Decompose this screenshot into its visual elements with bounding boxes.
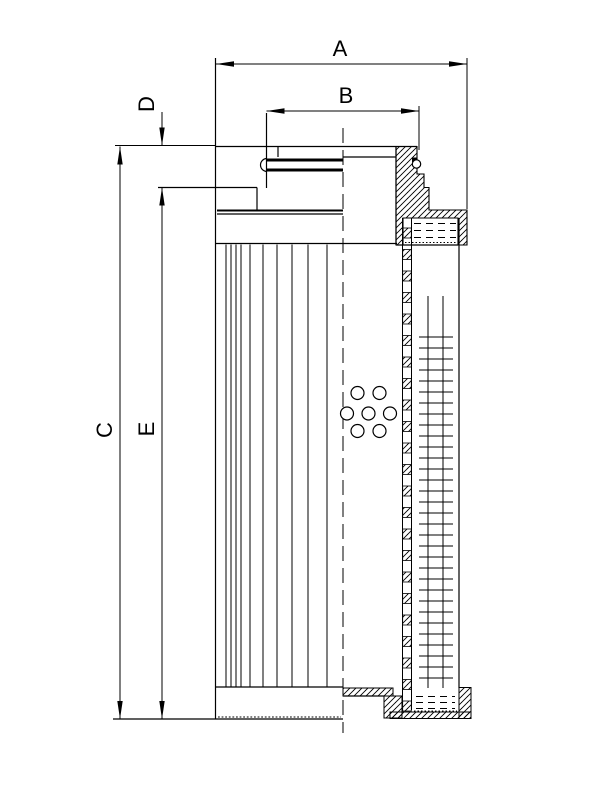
pleated-media — [225, 244, 328, 687]
core-tube-hatch-segment — [402, 270, 412, 282]
bottom-end-cap — [113, 686, 384, 720]
dimension-c — [117, 146, 123, 719]
core-tube-hatch-segment — [402, 356, 412, 368]
dim-d-arrow — [159, 127, 165, 146]
core-tube-hatch-segment — [402, 313, 412, 325]
bail-handle-end-arc — [259, 157, 268, 173]
perforation-hole — [350, 423, 365, 439]
core-tube-hatch-segment — [402, 636, 412, 647]
core-tube-hatch-segment — [402, 700, 412, 712]
core-tube-hatch-segment — [402, 614, 412, 626]
core-tube-hatch-segment — [402, 442, 412, 454]
dim-a-arrow-right — [449, 61, 467, 67]
perforation-hole — [372, 423, 387, 439]
ladder-rungs — [419, 336, 453, 679]
core-tube-hatch-segment — [402, 378, 412, 389]
perforation-holes — [339, 385, 398, 439]
dim-d-label: D — [134, 96, 159, 112]
perforation-hole — [372, 385, 387, 401]
core-tube-hatch-segment — [402, 550, 412, 561]
bail-handle — [259, 157, 343, 173]
core-tube — [402, 218, 412, 712]
support-ladder — [419, 296, 453, 688]
o-ring — [411, 157, 422, 169]
dim-a-label: A — [333, 36, 348, 61]
perforation-hole — [382, 406, 398, 421]
bottom-end-cap-potting — [414, 696, 457, 712]
core-tube-hatch-segment — [402, 485, 412, 497]
core-tube-hatch-segment — [402, 679, 412, 690]
core-tube-hatch-segment — [402, 249, 412, 260]
perforation-hole — [361, 406, 376, 421]
core-tube-hatch-segment — [402, 464, 412, 475]
dimension-b — [266, 106, 420, 150]
core-tube-hatch-segment — [402, 421, 412, 432]
dim-c-arrow-bottom — [117, 701, 123, 719]
core-tube-hatch-segment — [402, 292, 412, 303]
dim-e-arrow-top — [159, 187, 165, 206]
core-tube-hatch-segment — [402, 571, 412, 583]
dim-c-label: C — [92, 422, 117, 438]
perforation-hole — [339, 406, 355, 421]
core-tube-hatch-segment — [402, 593, 412, 604]
top-end-cap-potting — [405, 223, 457, 243]
core-tube-segments — [402, 227, 412, 712]
core-tube-hatch-segment — [402, 335, 412, 346]
o-ring-backup-mark — [412, 157, 417, 162]
core-tube-hatch-segment — [402, 399, 412, 411]
dim-a-arrow-left — [216, 61, 234, 67]
o-ring-section-circle — [411, 159, 422, 169]
dim-b-arrow-right — [401, 108, 419, 114]
filter-head — [158, 58, 458, 719]
dim-c-arrow-top — [117, 146, 123, 165]
dimension-e — [159, 187, 165, 719]
dimension-a — [216, 58, 468, 209]
dim-e-arrow-bottom — [159, 701, 165, 719]
core-tube-hatch-segment — [402, 528, 412, 540]
core-tube-hatch-segment — [402, 657, 412, 669]
perforation-hole — [350, 385, 365, 401]
dim-b-label: B — [339, 83, 354, 108]
core-tube-hatch-segment — [402, 227, 412, 239]
dim-b-arrow-left — [266, 108, 285, 114]
dim-e-label: E — [134, 422, 159, 437]
core-tube-hatch-segment — [402, 507, 412, 518]
dimension-d — [159, 112, 165, 146]
